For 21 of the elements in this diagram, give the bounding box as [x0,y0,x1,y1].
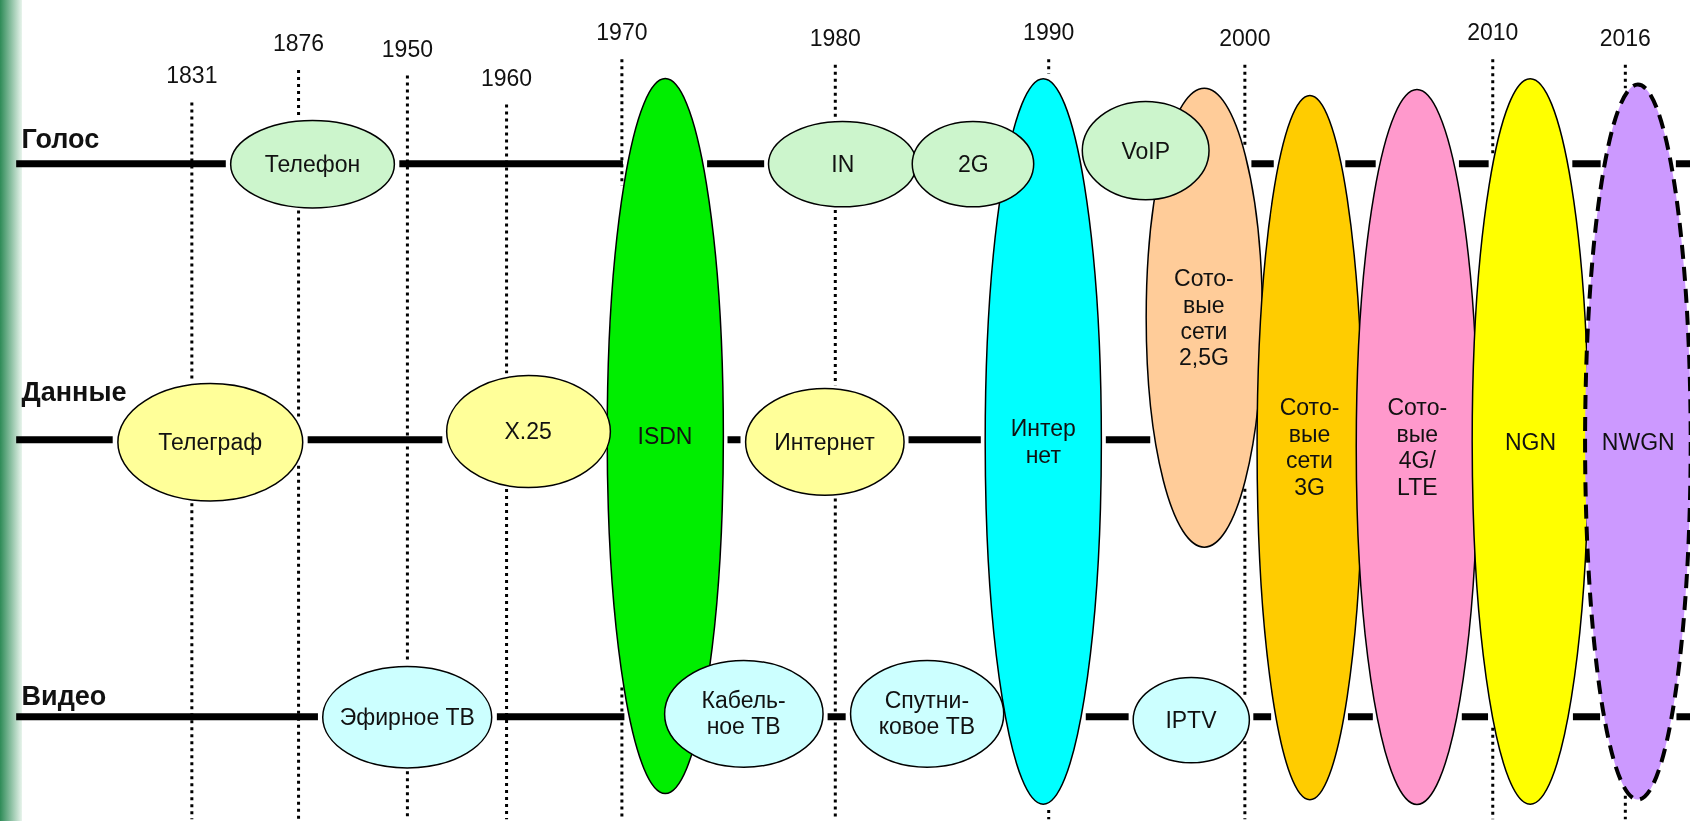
technology-ellipse: Спутни- ковое ТВ [848,659,1006,768]
technology-ellipse: IPTV [1131,676,1251,764]
year-label: 1970 [596,18,648,46]
year-label: 1831 [166,61,218,89]
technology-ellipse: VoIP [1081,101,1211,201]
technology-ellipse: Эфирное ТВ [321,665,494,768]
technology-ellipse: Телефон [229,119,397,208]
track-label: Видео [21,681,107,713]
year-label: 1960 [481,64,533,92]
technology-ellipse: Интернет [743,388,906,496]
technology-ellipse: Кабель- ное ТВ [662,659,825,768]
year-label: 1980 [809,24,861,52]
technology-ellipse: X.25 [444,374,612,488]
year-label: 1990 [1023,18,1075,46]
year-label: 1950 [381,35,433,62]
year-label: 2016 [1599,24,1651,52]
year-label: 2010 [1467,18,1519,46]
technology-ellipse: 2G [911,120,1036,207]
year-label: 1876 [272,29,325,57]
year-label: 2000 [1219,24,1271,52]
track-label: Голос [21,123,100,155]
